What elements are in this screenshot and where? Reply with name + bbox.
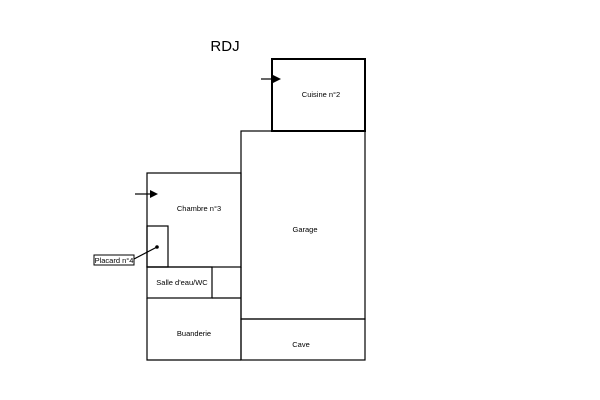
room-chambre-label: Chambre n°3 [177, 204, 221, 213]
room-cave-label: Cave [292, 340, 310, 349]
room-cuisine-label: Cuisine n°2 [302, 90, 340, 99]
entrance-arrow-cuisine [261, 75, 281, 83]
callout-placard-box [93, 254, 135, 266]
room-salle-eau-outline [146, 266, 213, 299]
room-cuisine: Cuisine n°2 [271, 58, 366, 132]
room-garage: Garage [240, 130, 366, 320]
plan-title: RDJ [210, 38, 239, 55]
room-chambre-outline [146, 172, 242, 268]
room-salle-eau: Salle d'eau/WC [146, 266, 213, 299]
room-garage-label: Garage [292, 225, 317, 234]
arrow-right-icon [150, 190, 158, 198]
arrow-right-icon [273, 75, 281, 83]
entrance-arrow-chambre [135, 190, 158, 198]
callout-placard: Placard n°4 [93, 245, 159, 266]
room-chambre: Chambre n°3 [146, 172, 242, 268]
room-buanderie-outline [146, 298, 241, 361]
callout-dot-icon [155, 245, 159, 249]
room-cave: Cave [240, 318, 366, 361]
room-salle-eau-label: Salle d'eau/WC [156, 278, 208, 287]
callout-placard-label: Placard n°4 [95, 256, 134, 265]
callout-placard-leader [133, 246, 158, 260]
room-buanderie-label: Buanderie [177, 329, 211, 338]
room-buanderie: Buanderie [146, 267, 242, 361]
